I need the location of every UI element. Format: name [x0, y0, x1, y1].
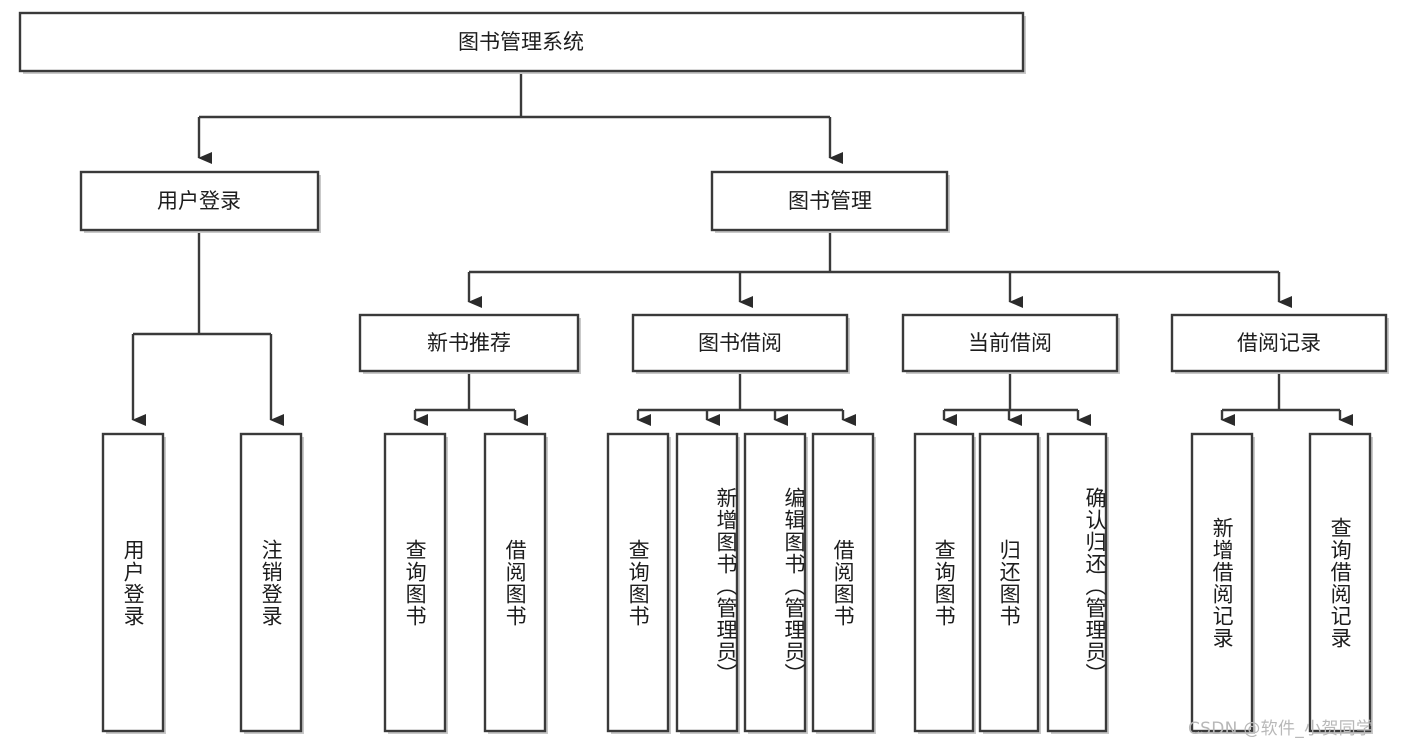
label-new-book-recommend: 新书推荐 — [427, 331, 511, 355]
node-book-management[interactable] — [710, 170, 949, 232]
node-book-borrow[interactable] — [631, 313, 849, 373]
node-leaf-borrow-book-2[interactable] — [811, 432, 875, 733]
node-leaf-edit-book[interactable] — [743, 432, 807, 733]
node-new-book-recommend[interactable] — [358, 313, 580, 373]
node-leaf-logout-login[interactable] — [239, 432, 303, 733]
label-borrow-record: 借阅记录 — [1237, 331, 1321, 355]
node-leaf-query-book-3[interactable] — [913, 432, 975, 733]
node-layer — [18, 11, 1389, 734]
node-root[interactable] — [18, 11, 1025, 73]
node-leaf-query-book-2[interactable] — [606, 432, 670, 733]
label-root: 图书管理系统 — [458, 30, 584, 54]
node-leaf-query-book-1[interactable] — [383, 432, 447, 733]
label-current-borrow: 当前借阅 — [968, 331, 1052, 355]
node-current-borrow[interactable] — [901, 313, 1119, 373]
label-layer: 图书管理系统 用户登录 图书管理 新书推荐 图书借阅 当前借阅 借阅记录 — [157, 30, 1321, 355]
node-leaf-borrow-book-1[interactable] — [483, 432, 547, 733]
node-leaf-add-book[interactable] — [675, 432, 739, 733]
node-leaf-add-record[interactable] — [1190, 432, 1254, 733]
label-book-borrow: 图书借阅 — [698, 331, 782, 355]
node-leaf-user-login[interactable] — [101, 432, 165, 733]
node-leaf-query-record[interactable] — [1308, 432, 1372, 733]
connector-layer — [131, 72, 1353, 426]
node-leaf-confirm-return[interactable] — [1046, 432, 1108, 733]
node-borrow-record[interactable] — [1170, 313, 1388, 373]
watermark: CSDN @软件_小贺同学 — [1188, 719, 1374, 739]
node-user-login[interactable] — [79, 170, 320, 232]
label-user-login: 用户登录 — [157, 189, 241, 213]
label-book-management: 图书管理 — [788, 189, 872, 213]
node-leaf-return-book[interactable] — [978, 432, 1040, 733]
